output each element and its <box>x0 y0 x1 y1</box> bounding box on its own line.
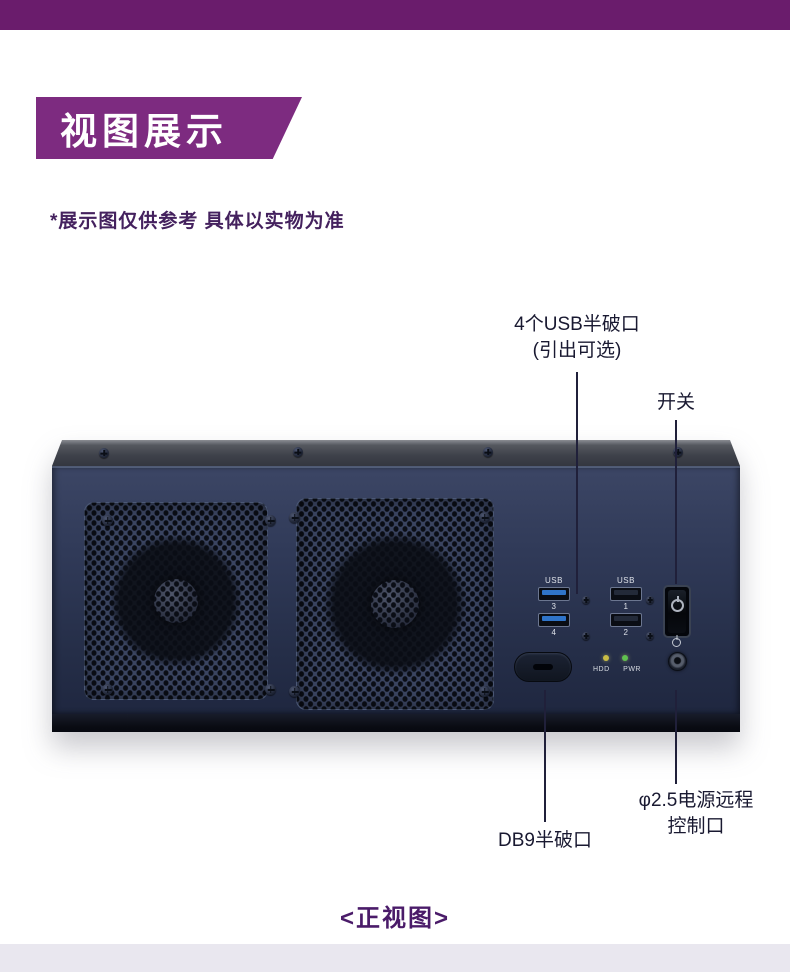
fan-hub-right <box>371 580 419 628</box>
screw-icon <box>102 684 113 695</box>
usb-port-2 <box>610 613 642 627</box>
top-bar <box>0 0 790 30</box>
callout-line-remote <box>675 690 677 784</box>
section-title-badge: 视图展示 <box>36 97 302 159</box>
led-labels: HDD PWR <box>593 666 641 673</box>
screw-icon <box>293 447 303 457</box>
hdd-led-label: HDD <box>593 666 610 673</box>
footer-strip <box>0 944 790 972</box>
power-icon <box>671 596 684 612</box>
pwr-led <box>622 655 628 661</box>
callout-remote-line1: φ2.5电源远程 <box>638 790 754 811</box>
usb3-ports: USB 3 4 <box>537 576 571 638</box>
hdd-led <box>603 655 609 661</box>
usb-port-4-number: 4 <box>551 628 557 637</box>
callout-db9: DB9半破口 <box>455 828 635 854</box>
callout-line-db9 <box>544 690 546 822</box>
usb-tongue <box>614 616 638 621</box>
device-image: USB 3 4 USB 1 2 <box>52 440 740 732</box>
callout-switch: 开关 <box>616 390 736 416</box>
section-title: 视图展示 <box>60 111 228 152</box>
callout-usb-line1: 4个USB半破口 <box>514 314 640 335</box>
callout-line-usb <box>576 372 578 594</box>
caption: <正视图> <box>339 905 451 932</box>
screw-icon <box>479 686 490 697</box>
callout-remote: φ2.5电源远程 控制口 <box>606 788 786 840</box>
screw-icon <box>265 684 276 695</box>
usb-tongue <box>542 616 566 621</box>
usb-port-2-number: 2 <box>623 628 629 637</box>
usb-port-3-number: 3 <box>551 602 557 611</box>
screw-icon <box>483 447 493 457</box>
screw-icon <box>646 632 654 640</box>
callout-usb: 4个USB半破口 (引出可选) <box>487 312 667 364</box>
pwr-led-label: PWR <box>623 666 641 673</box>
callout-usb-line2: (引出可选) <box>532 340 622 362</box>
power-switch-rocker <box>668 590 686 633</box>
power-switch <box>663 585 691 638</box>
chassis-bottom-edge <box>52 714 740 732</box>
chassis-top-face <box>52 440 740 466</box>
usb2-group-label: USB <box>617 576 635 585</box>
callout-switch-label: 开关 <box>656 392 695 413</box>
callout-line-switch <box>675 420 677 584</box>
screw-icon <box>582 632 590 640</box>
power-icon-small <box>672 638 681 647</box>
screw-icon <box>582 596 590 604</box>
usb-port-1 <box>610 587 642 601</box>
db9-slot <box>533 664 553 670</box>
disclaimer-text: *展示图仅供参考 具体以实物为准 <box>50 211 345 232</box>
screw-icon <box>289 512 300 523</box>
screw-icon <box>289 686 300 697</box>
fan-hub-left <box>154 579 198 623</box>
callout-db9-label: DB9半破口 <box>498 830 592 851</box>
usb3-group-label: USB <box>545 576 563 585</box>
callout-remote-line2: 控制口 <box>667 816 725 838</box>
screw-icon <box>265 515 276 526</box>
usb-tongue <box>614 590 638 595</box>
usb2-ports: USB 1 2 <box>609 576 643 638</box>
screw-icon <box>673 447 683 457</box>
screw-icon <box>646 596 654 604</box>
usb-port-3 <box>538 587 570 601</box>
usb-port-1-number: 1 <box>623 602 629 611</box>
usb-tongue <box>542 590 566 595</box>
screw-icon <box>479 512 490 523</box>
fan-grille-right <box>296 498 494 710</box>
db9-knockout <box>514 652 572 682</box>
usb-port-4 <box>538 613 570 627</box>
screw-icon <box>99 448 109 458</box>
fan-grille-left <box>84 502 268 700</box>
screw-icon <box>102 515 113 526</box>
remote-control-jack <box>668 652 687 671</box>
